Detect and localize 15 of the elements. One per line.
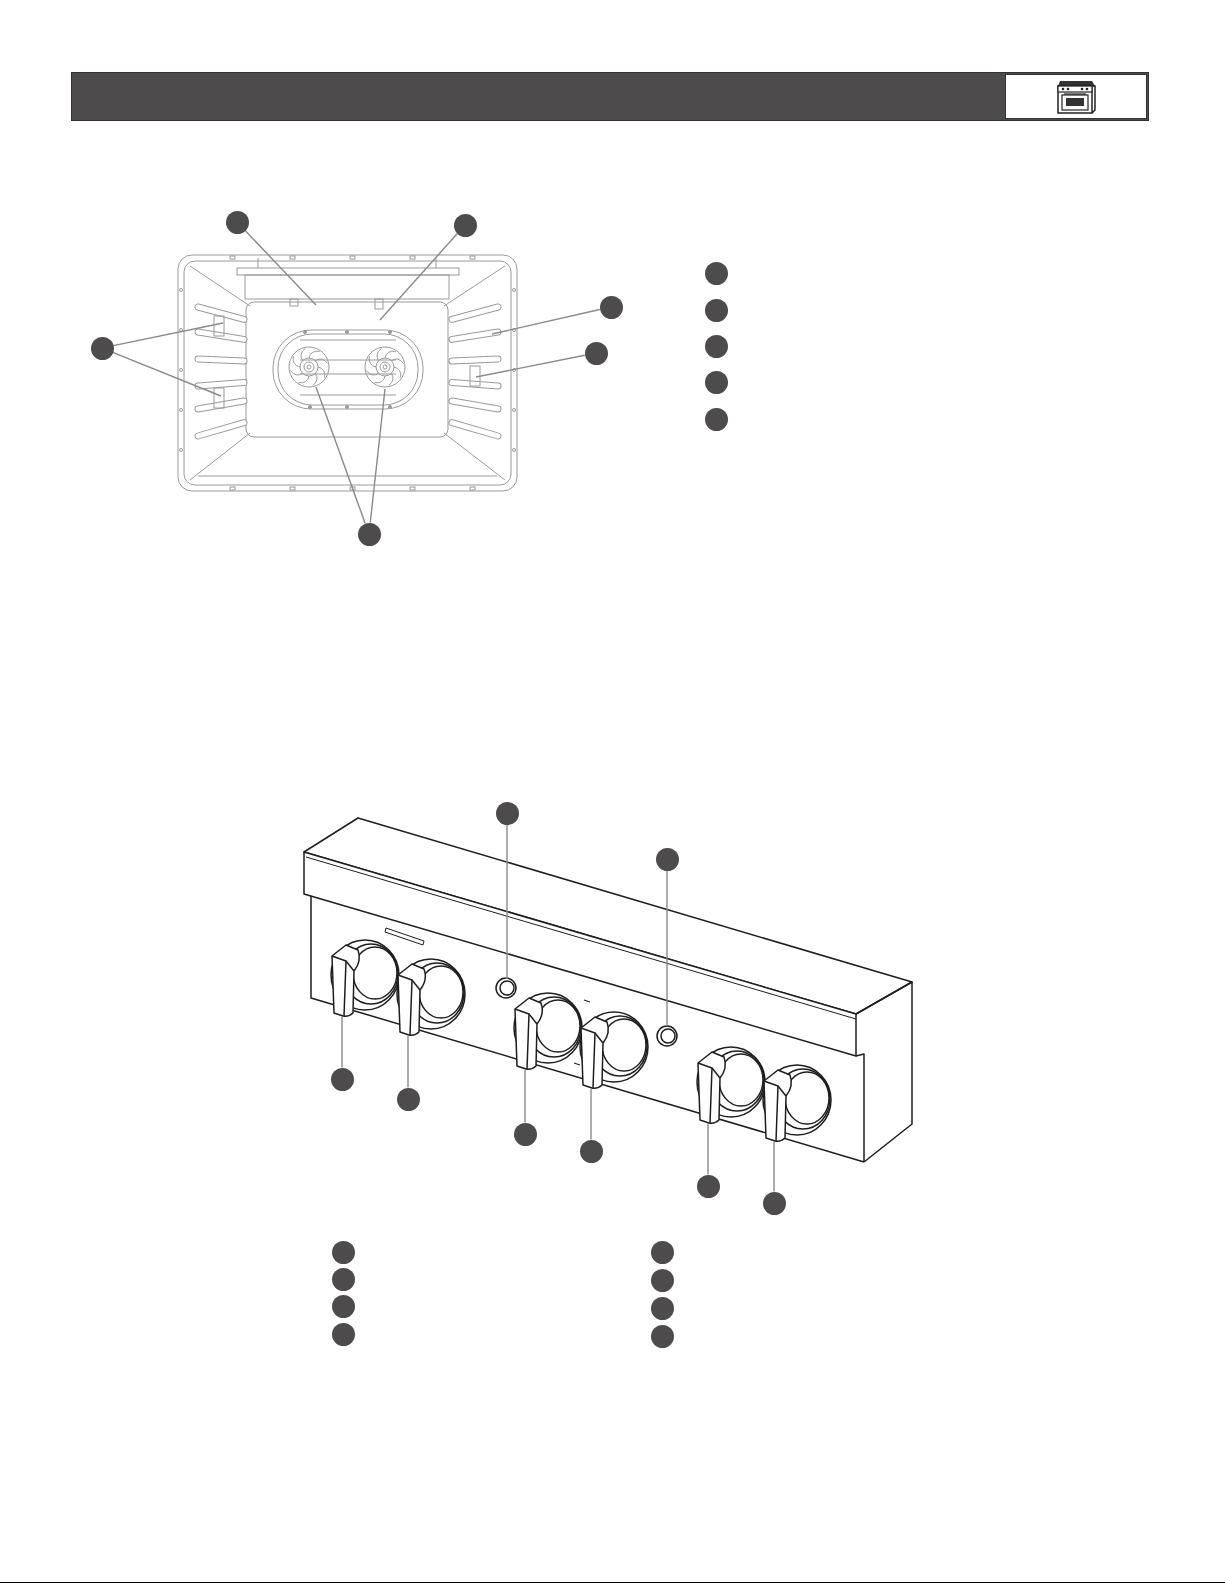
leader-line — [407, 1035, 409, 1089]
leader-line — [379, 232, 459, 321]
leader-line — [369, 388, 386, 524]
leader-line — [491, 308, 601, 335]
leader-line — [707, 1123, 709, 1176]
leader-line — [341, 1016, 343, 1069]
leader-line — [666, 869, 668, 1027]
leader-line — [524, 1069, 526, 1124]
leader-line — [773, 1141, 775, 1193]
leader-line — [315, 386, 366, 524]
leader-line — [506, 823, 508, 980]
leader-line — [112, 322, 224, 347]
leader-line — [590, 1088, 592, 1141]
leader-line — [244, 229, 317, 306]
leader-line — [475, 354, 586, 378]
